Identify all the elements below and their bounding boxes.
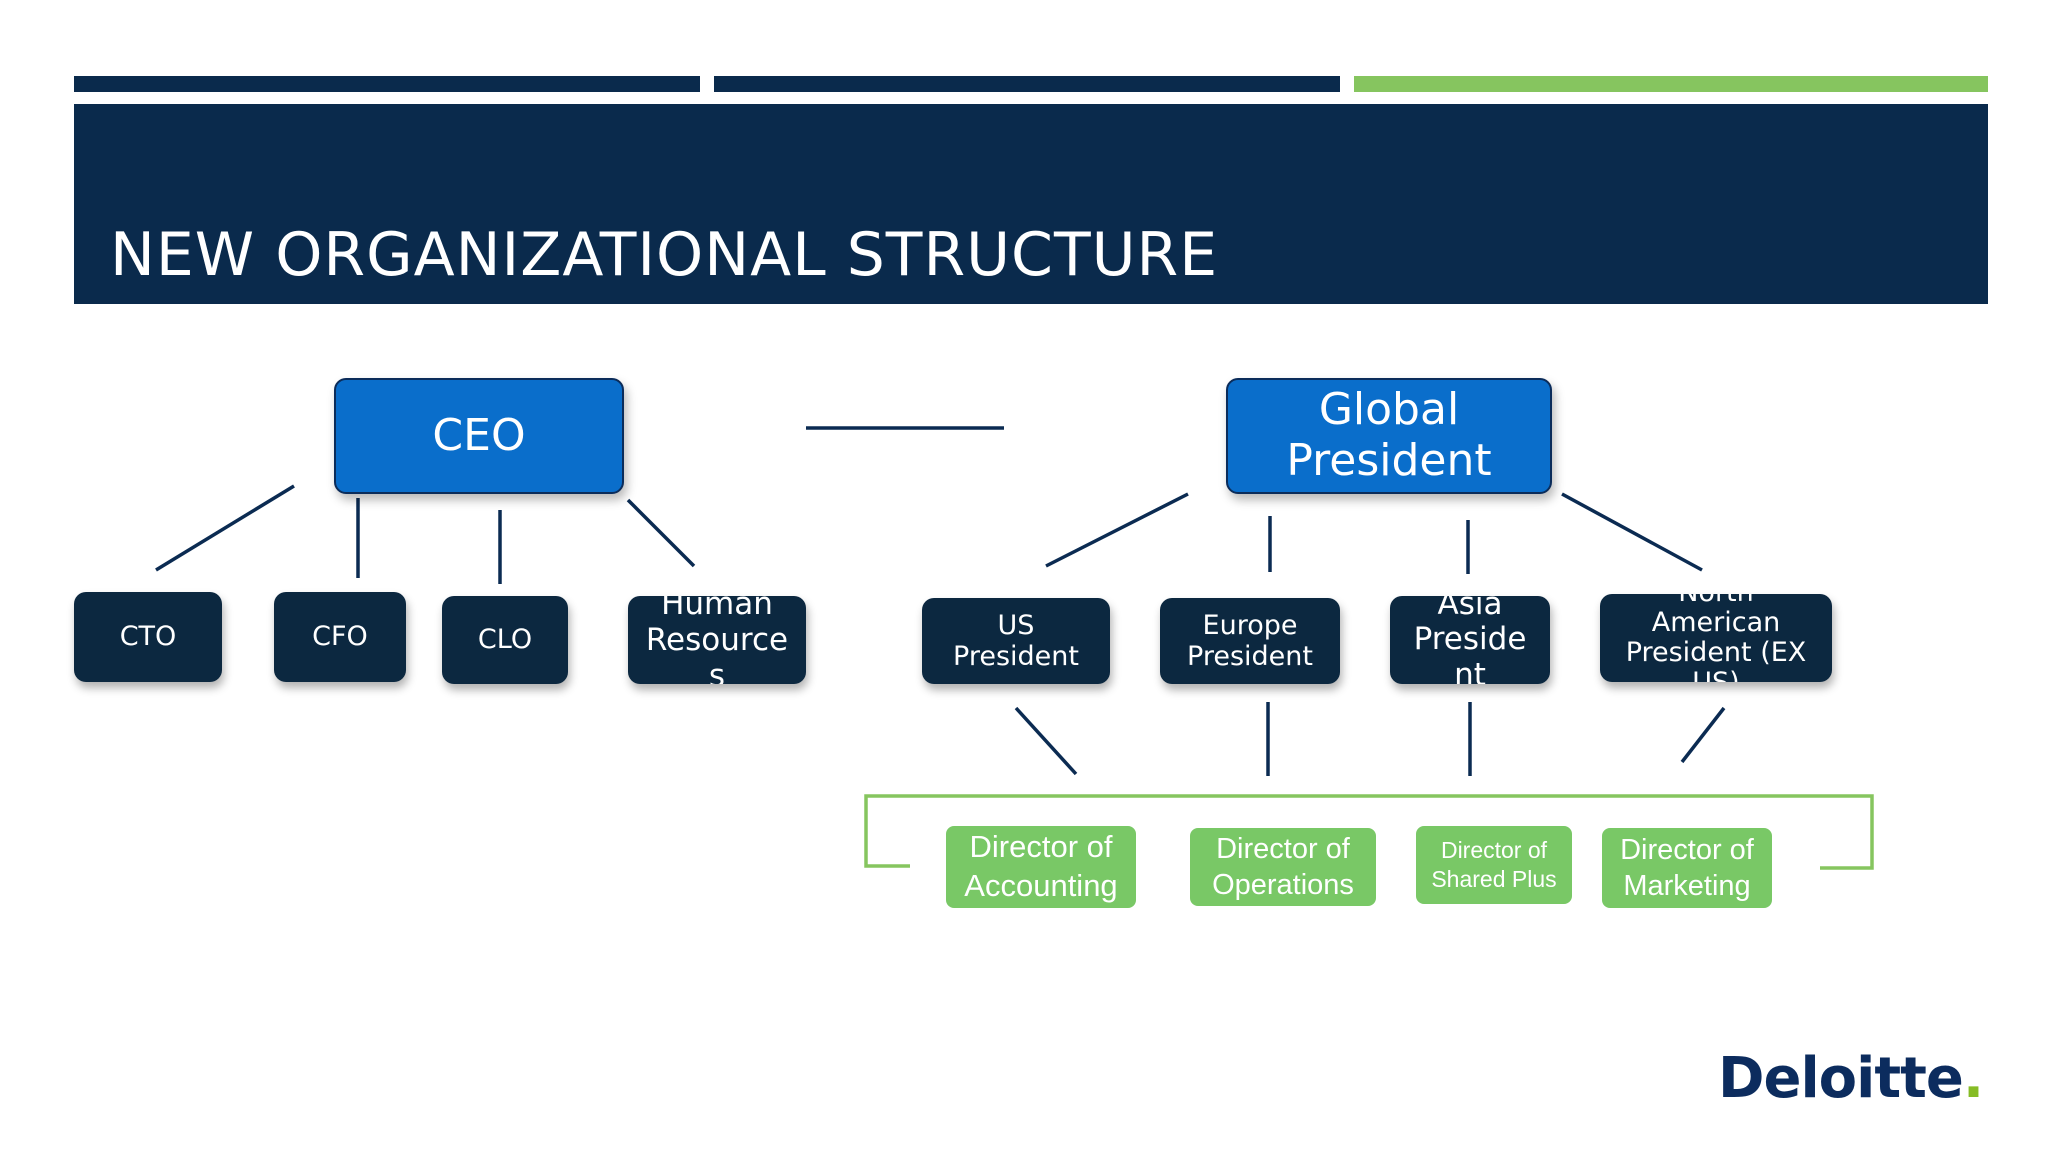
directors-bracket [864, 794, 1874, 870]
europe-president-box: Europe President [1160, 598, 1340, 684]
human-resources-box: Human Resource s [628, 596, 806, 684]
north-american-president-box: North American President (EX US) [1600, 594, 1832, 682]
cto-box: CTO [74, 592, 222, 682]
top-bar-3 [1354, 76, 1988, 92]
title-band: NEW ORGANIZATIONAL STRUCTURE [74, 104, 1988, 304]
cfo-box: CFO [274, 592, 406, 682]
director-operations-box: Director of Operations [1190, 828, 1376, 906]
top-bar-1 [74, 76, 700, 92]
gp-to-na-line [1561, 492, 1703, 572]
logo-wordmark: Deloitte [1718, 1046, 1964, 1111]
na-down-line [1680, 706, 1726, 764]
director-marketing-box: Director of Marketing [1602, 828, 1772, 908]
asia-president-box: Asia Preside nt [1390, 596, 1550, 684]
ceo-to-hr-line [626, 498, 696, 568]
slide-title: NEW ORGANIZATIONAL STRUCTURE [110, 220, 1219, 290]
director-accounting-box: Director of Accounting [946, 826, 1136, 908]
logo-dot: . [1962, 1046, 1984, 1111]
ceo-to-cto-line [155, 484, 295, 572]
us-president-box: US President [922, 598, 1110, 684]
global-president-box: Global President [1226, 378, 1552, 494]
ceo-box: CEO [334, 378, 624, 494]
director-shared-plus-box: Director of Shared Plus [1416, 826, 1572, 904]
gp-to-us-line [1045, 492, 1189, 568]
us-down-line [1014, 706, 1078, 776]
deloitte-logo: Deloitte. [1718, 1046, 1984, 1111]
clo-box: CLO [442, 596, 568, 684]
top-bar-2 [714, 76, 1340, 92]
